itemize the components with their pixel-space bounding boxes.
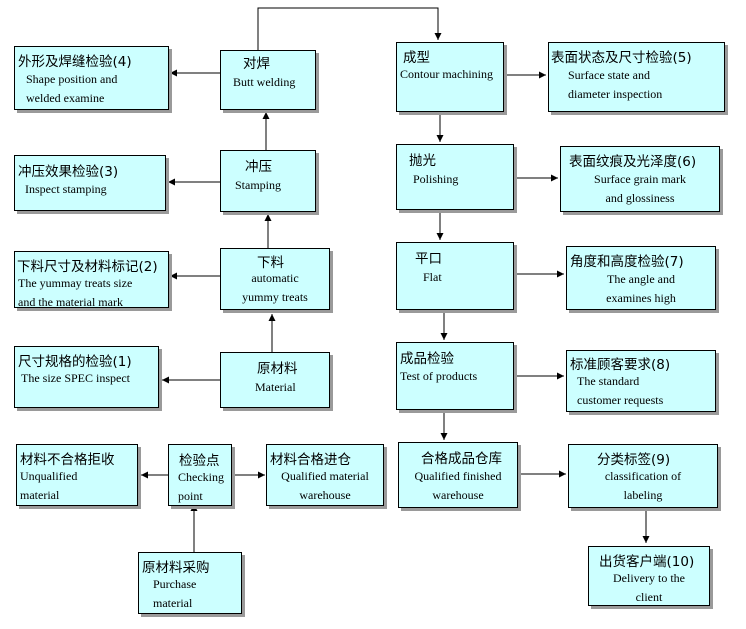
- node-en-label: Test of products: [400, 369, 478, 383]
- arrow-welding-to-forming: [257, 7, 442, 50]
- node-flat: 平口 Flat: [396, 242, 514, 310]
- node-purchase-material: 原材料采购 Purchase material: [138, 552, 242, 614]
- node-customer-standard: 标准顾客要求(8) The standard customer requests: [566, 350, 716, 412]
- node-cn-label: 材料合格进仓: [270, 452, 351, 468]
- node-cn-label: 材料不合格拒收: [20, 452, 115, 468]
- node-cn-label: 对焊: [243, 56, 270, 72]
- node-stamping-inspection: 冲压效果检验(3) Inspect stamping: [14, 155, 166, 211]
- node-cn-label: 尺寸规格的检验(1): [18, 354, 132, 370]
- node-appearance-inspection: 外形及焊缝检验(4) Shape position and welded exa…: [14, 46, 169, 110]
- node-en-label: Delivery to the client: [613, 571, 685, 604]
- node-en-label: Unqualified material: [20, 469, 78, 502]
- node-en-label: The angle and examines high: [606, 272, 676, 305]
- node-blanking: 下料 automatic yummy treats: [220, 248, 330, 310]
- node-en-label: Surface grain mark and glossiness: [594, 172, 686, 205]
- node-en-label: automatic yummy treats: [242, 271, 308, 304]
- node-product-test: 成品检验 Test of products: [396, 342, 514, 410]
- node-cn-label: 分类标签(9): [597, 452, 671, 468]
- node-surface-grain-inspection: 表面纹痕及光泽度(6) Surface grain mark and gloss…: [560, 146, 720, 212]
- node-cn-label: 冲压效果检验(3): [18, 164, 119, 180]
- node-butt-welding: 对焊 Butt welding: [220, 50, 316, 110]
- node-en-label: Qualified material warehouse: [281, 469, 369, 502]
- node-raw-material: 原材料 Material: [220, 352, 330, 408]
- node-en-label: Flat: [423, 270, 442, 284]
- node-cn-label: 合格成品仓库: [421, 451, 502, 467]
- node-en-label: The yummay treats size and the material …: [18, 276, 133, 308]
- node-cn-label: 角度和高度检验(7): [570, 254, 684, 270]
- node-en-label: Butt welding: [233, 75, 296, 89]
- node-cn-label: 抛光: [409, 153, 436, 169]
- node-classification-labeling: 分类标签(9) classification of labeling: [568, 444, 718, 508]
- node-cn-label: 标准顾客要求(8): [570, 357, 671, 373]
- node-unqualified-material: 材料不合格拒收 Unqualified material: [16, 444, 138, 506]
- node-en-label: Inspect stamping: [25, 182, 107, 196]
- node-delivery: 出货客户端(10) Delivery to the client: [588, 546, 710, 606]
- node-en-label: Shape position and welded examine: [26, 72, 118, 105]
- node-cn-label: 外形及焊缝检验(4): [18, 54, 132, 70]
- node-cn-label: 冲压: [245, 159, 272, 175]
- node-en-label: Stamping: [235, 178, 282, 192]
- node-cn-label: 原材料采购: [142, 560, 210, 576]
- node-en-label: Material: [255, 380, 296, 394]
- node-cn-label: 出货客户端(10): [599, 554, 695, 570]
- node-polishing: 抛光 Polishing: [396, 144, 514, 210]
- node-cn-label: 检验点: [179, 453, 220, 469]
- node-en-label: The size SPEC inspect: [21, 371, 130, 385]
- node-cn-label: 成品检验: [400, 351, 454, 367]
- node-blank-size-inspection: 下料尺寸及材料标记(2) The yummay treats size and …: [14, 251, 169, 308]
- node-cn-label: 成型: [403, 50, 430, 66]
- node-spec-inspection: 尺寸规格的检验(1) The size SPEC inspect: [14, 346, 159, 408]
- node-surface-state-inspection: 表面状态及尺寸检验(5) Surface state and diameter …: [548, 42, 725, 112]
- node-cn-label: 下料尺寸及材料标记(2): [17, 259, 158, 275]
- node-en-label: Contour machining: [400, 67, 493, 81]
- node-en-label: Polishing: [413, 172, 459, 186]
- node-qualified-material-warehouse: 材料合格进仓 Qualified material warehouse: [266, 444, 384, 506]
- node-angle-height-inspection: 角度和高度检验(7) The angle and examines high: [566, 246, 716, 310]
- node-checking-point: 检验点 Checking point: [168, 444, 232, 506]
- node-en-label: Qualified finished warehouse: [414, 469, 502, 502]
- node-cn-label: 原材料: [257, 361, 298, 377]
- node-finished-warehouse: 合格成品仓库 Qualified finished warehouse: [398, 442, 518, 508]
- node-en-label: Surface state and diameter inspection: [568, 68, 663, 101]
- node-en-label: The standard customer requests: [577, 374, 664, 407]
- node-cn-label: 表面状态及尺寸检验(5): [551, 50, 692, 66]
- node-forming: 成型 Contour machining: [396, 42, 504, 112]
- node-cn-label: 下料: [257, 255, 284, 271]
- node-cn-label: 平口: [415, 251, 442, 267]
- node-cn-label: 表面纹痕及光泽度(6): [569, 154, 697, 170]
- node-stamping: 冲压 Stamping: [220, 150, 316, 212]
- node-en-label: Checking point: [178, 470, 224, 503]
- node-en-label: Purchase material: [153, 577, 197, 610]
- node-en-label: classification of labeling: [604, 469, 682, 502]
